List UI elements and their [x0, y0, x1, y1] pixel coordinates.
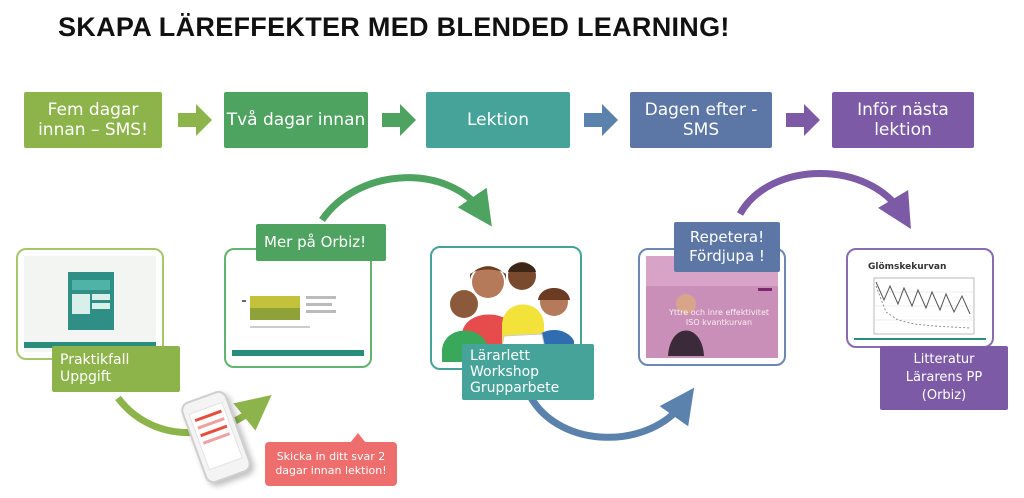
step-label: Dagen efter - SMS: [644, 100, 758, 140]
sms-speech-bubble: Skicka in ditt svar 2 dagar innan lektio…: [265, 442, 397, 486]
arrow-right-icon: [584, 104, 618, 136]
step-five-days-before: Fem dagar innan – SMS!: [24, 92, 162, 148]
card-case-assignment: [16, 248, 164, 360]
sms-bubble-text: Skicka in ditt svar 2 dagar innan lektio…: [275, 450, 387, 477]
connector-card4-to-card5: [736, 170, 911, 230]
step-label: Inför nästa lektion: [857, 100, 949, 140]
connector-card3-to-card4: [526, 387, 695, 441]
slide-thumbnail: [232, 256, 364, 360]
arrow-right-icon: [178, 104, 212, 136]
step-two-days-before: Två dagar innan: [224, 92, 368, 148]
connector-card2-to-card3: [319, 174, 492, 227]
card-label-workshop: Lärarlett Workshop Grupparbete: [462, 344, 594, 400]
slide-thumbnail: Glömskekurvan: [854, 256, 986, 340]
step-label: Två dagar innan: [226, 110, 366, 130]
card-literature: Glömskekurvan: [846, 248, 994, 348]
smartphone-icon: [178, 388, 254, 486]
card-label-orbiz: Mer på Orbiz!: [256, 224, 386, 261]
step-label: Fem dagar innan – SMS!: [38, 100, 148, 140]
video-slide-text: Yttre och inre effektivitet ISO kvantkur…: [668, 308, 769, 327]
arrow-right-icon: [382, 104, 416, 136]
speech-bubble-tail: [350, 433, 366, 443]
step-day-after: Dagen efter - SMS: [630, 92, 772, 148]
slide-title: Glömskekurvan: [868, 262, 947, 272]
card-label-case: Praktikfall Uppgift: [52, 346, 180, 392]
page-title: SKAPA LÄREFFEKTER MED BLENDED LEARNING!: [58, 12, 730, 42]
step-before-next-lesson: Inför nästa lektion: [832, 92, 974, 148]
arrow-right-icon: [786, 104, 820, 136]
slide-thumbnail: [24, 256, 156, 352]
card-label-literature: Litteratur Lärarens PP (Orbiz): [880, 346, 1008, 410]
step-label: Lektion: [466, 110, 530, 130]
step-lesson: Lektion: [426, 92, 570, 148]
card-label-repeat: Repetera! Fördjupa !: [674, 222, 780, 272]
card-more-on-orbiz: [224, 248, 372, 368]
